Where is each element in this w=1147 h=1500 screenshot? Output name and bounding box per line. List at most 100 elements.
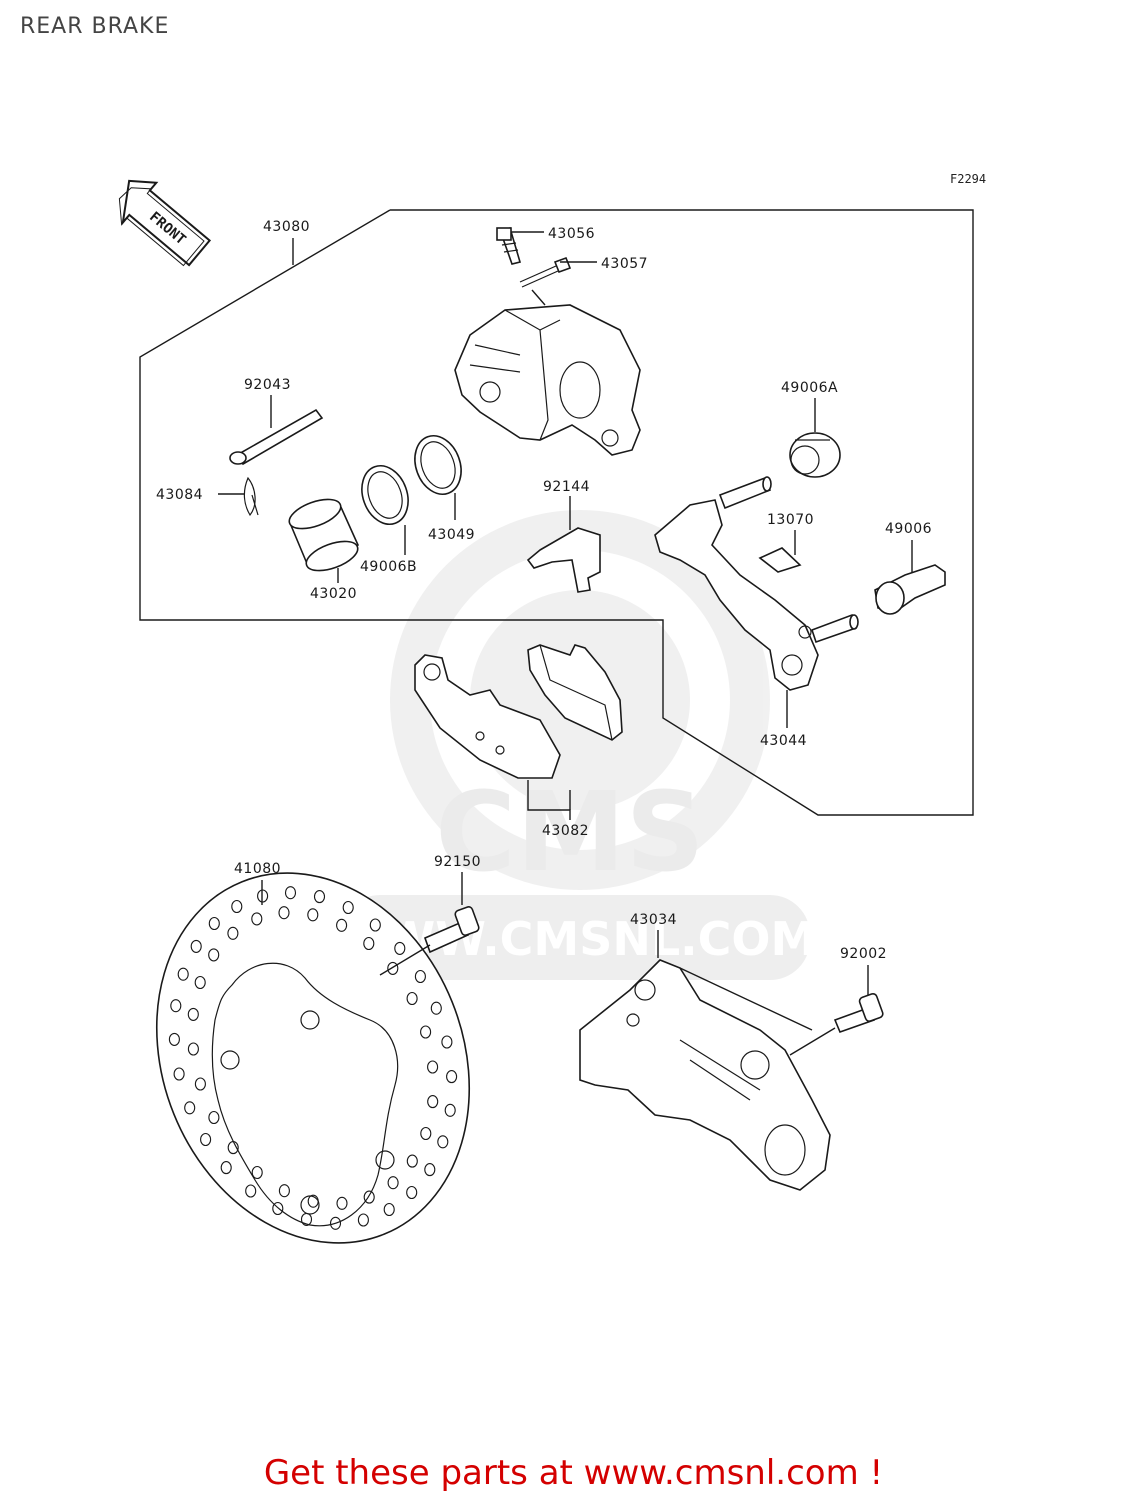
part-labels: 43080 43056 43057 92043 43084 43049 4900…	[156, 219, 932, 962]
disc-hole	[307, 908, 319, 922]
disc-drill-holes	[168, 886, 458, 1230]
watermark-brand: CMS	[435, 768, 704, 896]
disc-hole	[187, 1007, 199, 1021]
disc-hole	[231, 899, 243, 914]
label-43020[interactable]: 43020	[310, 586, 357, 602]
disc-hole	[168, 1032, 180, 1046]
caliper-body	[454, 304, 641, 456]
pad-spring	[526, 527, 601, 593]
brake-disc	[155, 872, 471, 1244]
leader-lines	[218, 231, 913, 1056]
disc-hole	[170, 999, 182, 1013]
label-49006[interactable]: 49006	[885, 521, 932, 537]
disc-hole	[220, 1161, 232, 1175]
disc-hole	[278, 906, 290, 920]
disc-hole	[369, 918, 381, 932]
label-49006a[interactable]: 49006A	[781, 380, 838, 396]
piston	[288, 498, 360, 572]
bracket-bolt	[833, 992, 884, 1034]
figure-code: F2294	[950, 172, 987, 186]
label-41080[interactable]: 41080	[234, 861, 281, 877]
label-13070[interactable]: 13070	[767, 512, 814, 528]
disc-hole	[184, 1101, 196, 1115]
disc-hole	[357, 1213, 369, 1227]
disc-hole	[208, 916, 220, 931]
label-92002[interactable]: 92002	[840, 946, 887, 962]
label-49006b[interactable]: 49006B	[360, 559, 417, 575]
disc-hole	[387, 961, 399, 975]
label-43034[interactable]: 43034	[630, 912, 677, 928]
disc-hole	[200, 1132, 212, 1147]
label-43049[interactable]: 43049	[428, 527, 475, 543]
disc-hole	[313, 890, 326, 904]
disc-hole	[300, 1212, 313, 1226]
disc-hole	[446, 1070, 458, 1084]
disc-hole	[406, 991, 418, 1006]
label-92144[interactable]: 92144	[543, 479, 590, 495]
boot	[874, 564, 946, 615]
get-parts-link[interactable]: Get these parts at www.cmsnl.com !	[263, 1453, 884, 1493]
disc-hole	[194, 975, 206, 990]
disc-hole	[383, 1202, 395, 1217]
caliper-assembly-outline	[139, 209, 974, 816]
disc-hole	[208, 1110, 220, 1125]
disc-hole	[406, 1185, 418, 1200]
retainer-plate	[758, 547, 802, 573]
dust-seal	[361, 465, 409, 525]
disc-hole	[406, 1154, 418, 1168]
disc-hole	[420, 1025, 432, 1039]
bleeder-valve	[496, 227, 522, 265]
disc-hole	[187, 1042, 199, 1056]
disc-hole	[245, 1184, 257, 1198]
label-43082[interactable]: 43082	[542, 823, 589, 839]
label-43080[interactable]: 43080	[263, 219, 310, 235]
label-43057[interactable]: 43057	[601, 256, 648, 272]
disc-hole	[272, 1201, 284, 1216]
disc-hole	[427, 1060, 439, 1074]
caliper-bracket	[579, 959, 831, 1191]
page-title: REAR BRAKE	[20, 14, 170, 39]
disc-hole	[336, 1196, 348, 1210]
disc-hole	[441, 1035, 453, 1049]
disc-hole	[427, 1095, 439, 1109]
disc-hole	[177, 967, 189, 981]
disc-hole	[387, 1176, 399, 1190]
caliper-holder	[654, 476, 859, 691]
pad-pin	[229, 408, 324, 466]
label-92043[interactable]: 92043	[244, 377, 291, 393]
piston-seal	[414, 435, 462, 495]
label-43084[interactable]: 43084	[156, 487, 203, 503]
disc-hole	[190, 939, 202, 953]
disc-hole	[420, 1126, 432, 1141]
label-43056[interactable]: 43056	[548, 226, 595, 242]
disc-hole	[278, 1184, 290, 1198]
front-direction-arrow: FRONT	[118, 179, 212, 267]
disc-hole	[394, 941, 406, 955]
disc-hole	[251, 1165, 263, 1180]
brake-pads	[414, 644, 623, 779]
disc-hole	[342, 900, 354, 915]
disc-hole	[194, 1077, 206, 1091]
disc-hole	[208, 948, 220, 962]
disc-hole	[307, 1194, 319, 1208]
label-92150[interactable]: 92150	[434, 854, 481, 870]
disc-hole	[257, 889, 269, 903]
disc-hole	[284, 886, 297, 900]
disc-hole	[173, 1067, 185, 1081]
pin-clip	[243, 476, 259, 517]
disc-hole	[363, 1190, 375, 1204]
disc-hole	[430, 1001, 442, 1015]
disc-hole	[336, 918, 348, 932]
disc-hole	[363, 936, 375, 951]
disc-hole	[227, 1141, 239, 1155]
disc-hole	[227, 926, 239, 940]
label-43044[interactable]: 43044	[760, 733, 807, 749]
boot-a	[789, 432, 841, 478]
disc-hole	[424, 1163, 436, 1177]
disc-hole	[251, 912, 263, 926]
disc-bolt	[423, 906, 480, 954]
disc-hole	[444, 1103, 456, 1117]
disc-hole	[414, 969, 426, 984]
disc-hole	[437, 1135, 449, 1149]
